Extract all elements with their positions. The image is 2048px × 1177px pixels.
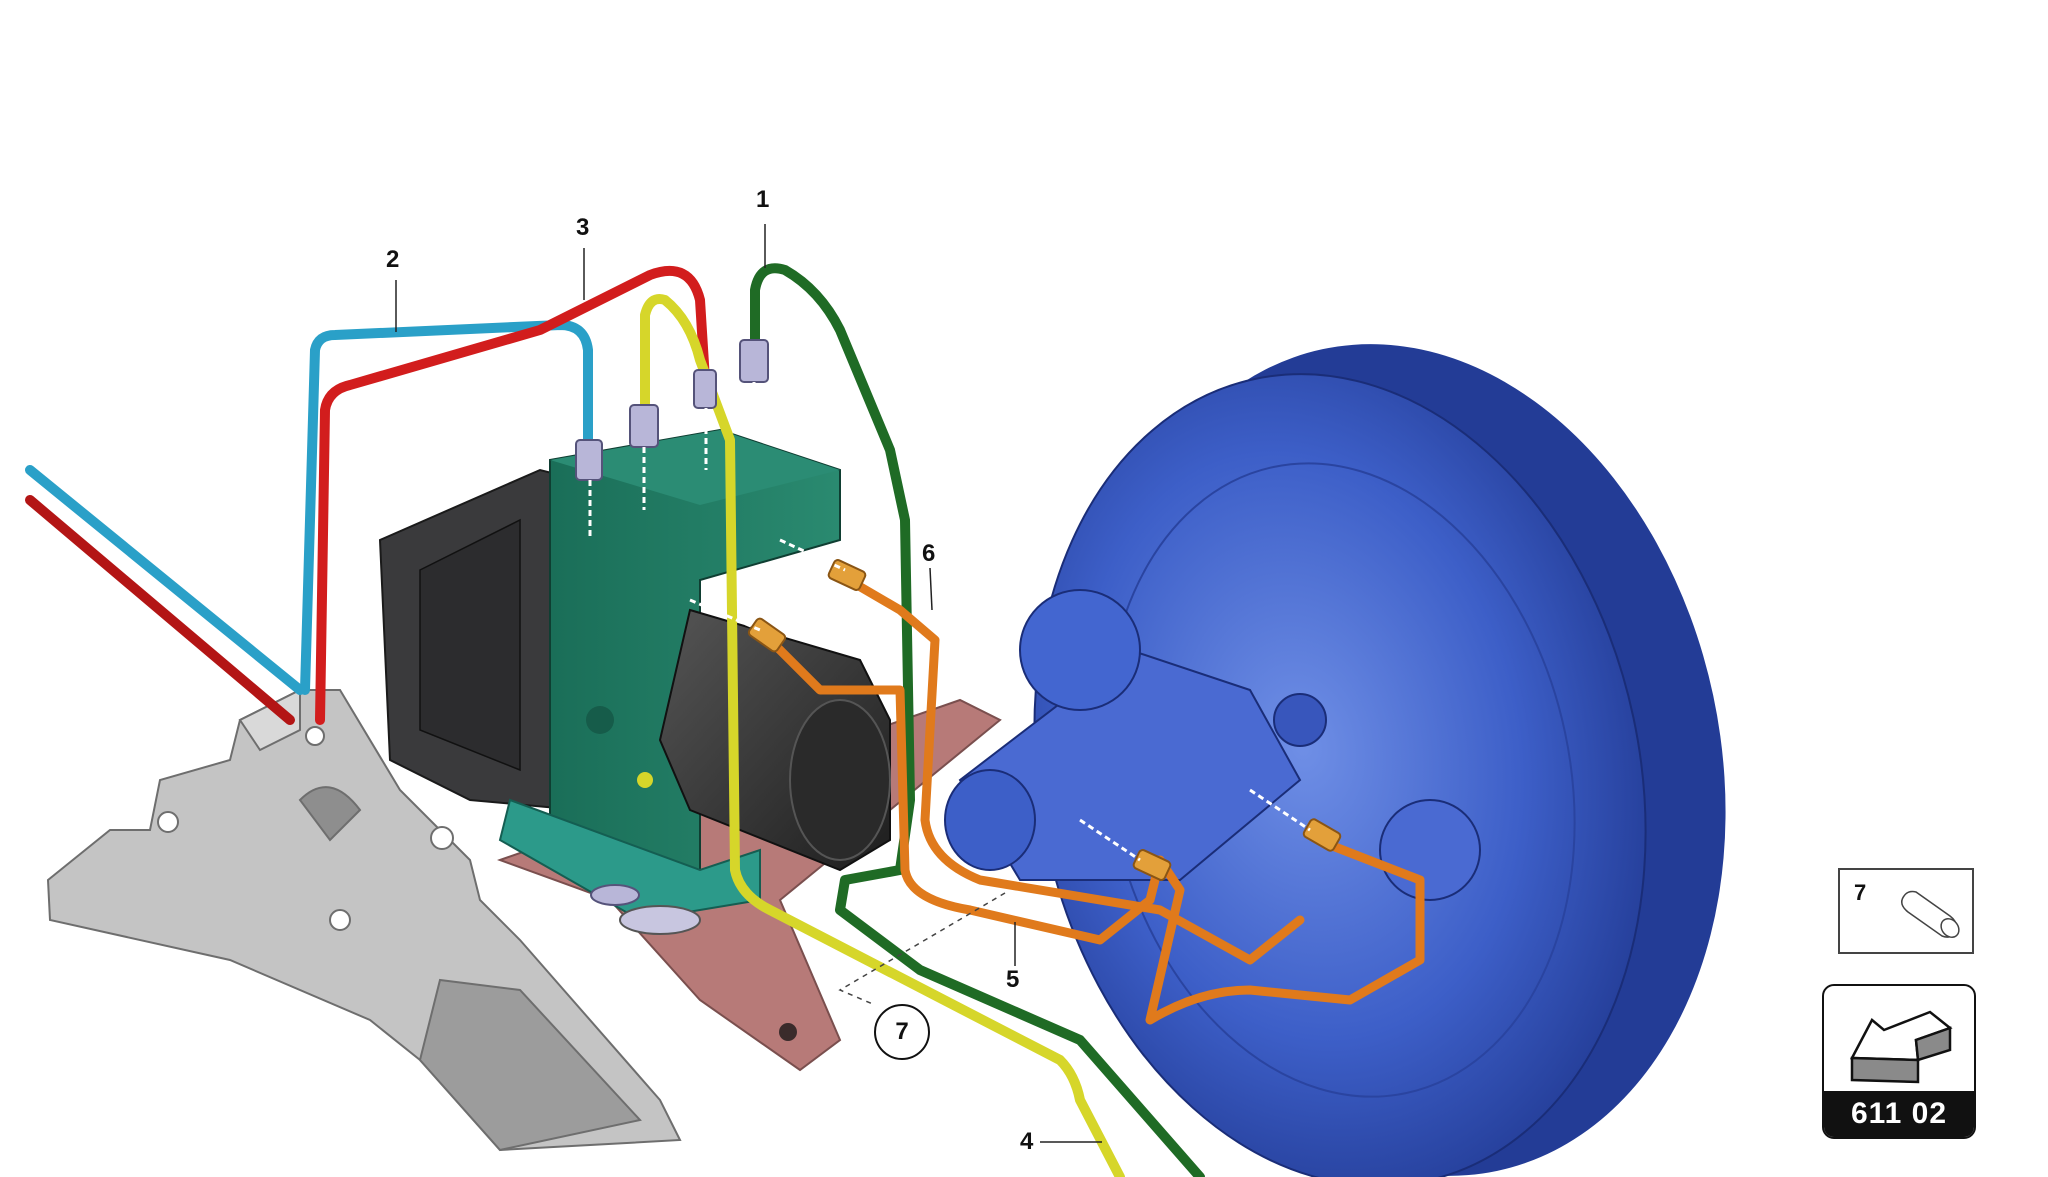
brake-servo — [944, 344, 1726, 1177]
part-reference-box: 7 — [1838, 868, 1974, 954]
sleeve-cylinder-icon — [1901, 890, 1960, 938]
brake-line-6 — [835, 570, 1305, 965]
assembly-lines — [588, 382, 1311, 862]
callout-7-circled[interactable]: 7 — [874, 1004, 930, 1060]
callout-1[interactable]: 1 — [756, 186, 770, 213]
callout-4[interactable]: 4 — [1020, 1128, 1034, 1155]
callout-6[interactable]: 6 — [922, 540, 936, 567]
part-reference-number: 7 — [1854, 880, 1867, 905]
page-reference-box[interactable]: 611 02 — [1822, 984, 1976, 1139]
abs-control-unit — [378, 468, 581, 812]
callout-5[interactable]: 5 — [1006, 966, 1020, 993]
callout-2[interactable]: 2 — [386, 246, 400, 273]
support-bracket — [46, 688, 682, 1152]
callout-3[interactable]: 3 — [576, 214, 590, 241]
callout-7-label: 7 — [895, 1018, 909, 1045]
brake-line-3 — [315, 266, 710, 725]
orange-fittings — [747, 559, 1342, 881]
arrow-reference-icon — [1849, 1010, 1953, 1084]
leader-lines — [395, 224, 1102, 1143]
brake-line-5 — [765, 635, 1425, 1025]
pipe-fittings — [575, 339, 769, 906]
brake-line-2 — [300, 320, 593, 695]
abs-pump-motor — [637, 608, 891, 872]
sleeve-location-lines — [838, 892, 1006, 1006]
brake-line-4 — [640, 294, 1125, 1177]
brake-lines-left — [25, 465, 305, 725]
page-reference-code: 611 02 — [1824, 1091, 1974, 1137]
